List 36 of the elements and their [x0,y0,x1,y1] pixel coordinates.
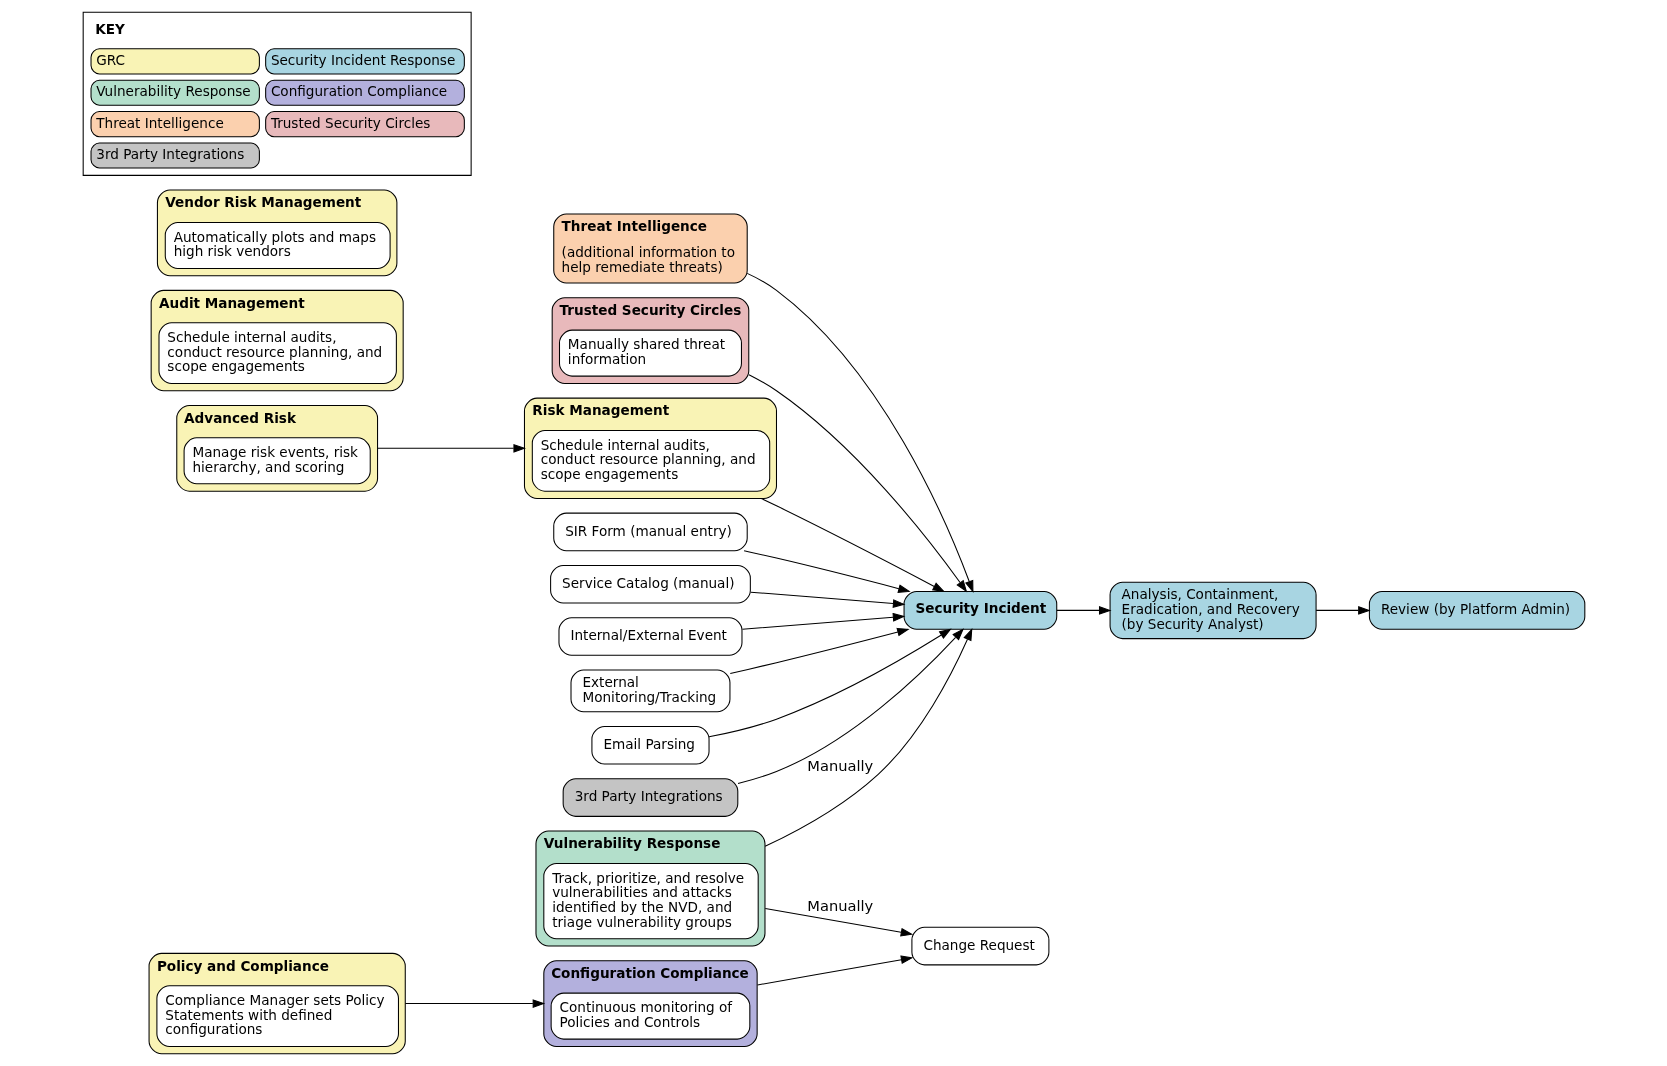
legend-label: Trusted Security Circles [270,114,430,131]
node-box: Service Catalog (manual) [549,564,751,604]
node-box: Analysis, Containment, Eradication, and Recovery (by Security Analyst) [1109,581,1317,640]
legend-label: Threat Intelligence [95,114,224,131]
arrow [1315,606,1371,615]
legend-label: Configuration Compliance [270,83,447,100]
legend-label: Vulnerability Response [95,83,251,100]
arrow [741,612,905,630]
arrow [746,272,973,593]
node-box: External Monitoring/Tracking [569,669,730,713]
legend-label: Security Incident Response [270,51,455,68]
arrow [729,627,910,674]
node-box: Email Parsing [590,725,710,765]
arrow [764,907,913,937]
legend-label: 3rd Party Integrations [95,146,244,163]
edge-label: Manually [806,756,873,774]
node-box: 3rd Party Integrations [562,778,738,817]
arrow [737,628,964,784]
arrow [747,374,967,593]
arrow [760,498,945,593]
edge-label: Manually [806,896,873,914]
node-box: Internal/External Event [557,617,742,656]
arrow [1055,606,1112,615]
legend-label: GRC [95,51,125,68]
node-box: Security Incident [903,591,1057,630]
arrow [708,628,952,738]
arrow [404,999,545,1008]
node-box: Change Request [910,926,1049,966]
label: KEY [94,20,125,37]
arrow [376,443,526,453]
arrow [764,628,972,847]
arrow [749,591,905,608]
node-box: Review (by Platform Admin) [1368,591,1585,630]
node-box: SIR Form (manual entry) [552,512,748,552]
arrow [756,955,913,986]
arrow [743,550,911,593]
